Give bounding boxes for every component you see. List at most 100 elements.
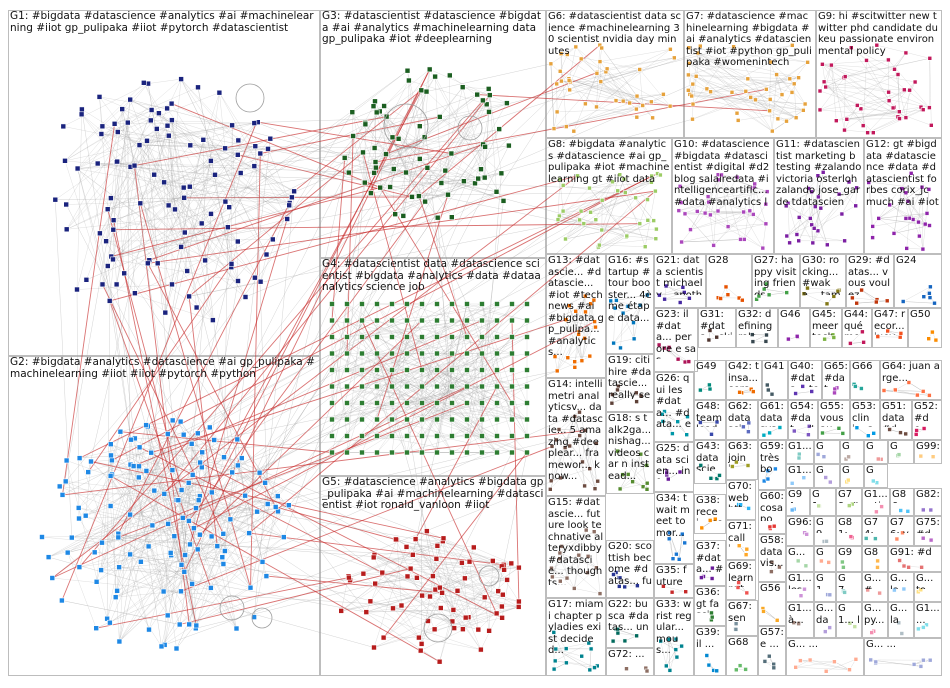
node-g37 [709,576,715,581]
edge-intra [113,201,226,230]
node-g58 [769,559,775,565]
node-g26 [660,419,666,424]
edge-intra [906,218,910,249]
edge-intra [366,594,503,613]
group-box-g1aa [786,638,864,676]
edge-intra [555,648,590,671]
group-box-g90 [836,546,862,572]
node-g27 [761,286,767,292]
edge-intra [478,606,503,630]
edge-intra [560,71,570,90]
edge-intra [496,386,528,404]
node-g5 [414,574,420,581]
node-g1 [237,170,244,176]
node-g21 [662,296,667,302]
edge-intra [831,65,845,131]
edge-inter [395,83,693,215]
edge-intra [601,174,620,231]
node-g10 [715,208,721,214]
node-g8 [622,190,628,195]
edge-inter [223,138,271,565]
group-box-g67 [726,600,758,636]
group-box-g46 [778,308,810,348]
edge-inter [97,163,375,174]
node-g2 [186,518,192,524]
node-g5 [407,565,414,572]
node-g3 [442,167,449,174]
node-g17 [551,630,557,635]
node-g4 [344,383,350,390]
edge-intra [411,128,500,198]
edge-intra [101,133,169,136]
edge-intra [776,74,783,95]
node-g64 [881,388,887,393]
node-g9 [903,50,909,56]
group-box-g89 [862,546,888,572]
edge-intra [110,505,169,525]
node-g2 [234,436,241,443]
node-g1ab [918,664,924,669]
node-g3 [481,174,488,181]
edge-intra [612,394,642,396]
edge-intra [209,427,284,538]
node-g3 [381,103,387,109]
edge-inter [163,591,402,606]
node-g4 [389,383,395,390]
edge-intra [819,100,890,111]
edge-intra [786,191,812,207]
group-box-g22 [606,598,654,648]
node-g3 [485,86,492,92]
node-g8 [615,188,621,194]
edge-intra [710,211,744,216]
edge-inter [214,174,590,189]
node-g6 [599,45,605,51]
node-g1 [148,117,154,124]
node-g4 [434,350,440,357]
edge-intra [567,355,590,358]
edge-intra [772,74,777,132]
edge-intra [883,390,930,396]
edge-intra [823,81,864,126]
node-g10 [738,237,743,242]
edge-intra [154,174,182,247]
node-g12 [908,171,914,176]
node-g9 [829,62,834,68]
edge-intra [623,305,641,314]
node-g4 [359,367,365,373]
group-box-g82 [914,488,942,516]
edge-inter [331,157,346,321]
edge-intra [66,122,128,230]
node-g11 [812,204,818,209]
node-g11 [820,170,826,175]
edge-intra [59,439,215,487]
edge-intra [911,173,930,190]
edge-intra [63,126,102,135]
node-g12 [903,190,909,196]
node-g2 [171,533,178,540]
node-g23 [675,356,681,362]
node-g44 [861,339,866,345]
edge-inter [418,44,601,197]
edge-intra [385,128,500,155]
node-g9 [901,87,907,93]
node-g3 [461,178,467,184]
node-g1h [845,477,851,483]
node-g10 [763,201,769,207]
node-g2 [82,512,89,519]
edge-intra [645,191,656,247]
node-g7 [775,116,781,122]
node-g13 [572,364,578,370]
node-g1aa [823,668,829,674]
edge-intra [744,204,766,240]
edge-intra [566,100,617,127]
edge-intra [557,338,585,371]
node-g9 [854,103,860,108]
group-box-g70 [726,480,756,520]
edge-inter [189,477,561,625]
edge-intra [138,466,182,565]
edge-intra [692,78,790,120]
edge-intra [71,517,183,538]
node-g72 [624,666,629,672]
edge-intra [138,439,215,467]
node-g20 [617,575,623,581]
